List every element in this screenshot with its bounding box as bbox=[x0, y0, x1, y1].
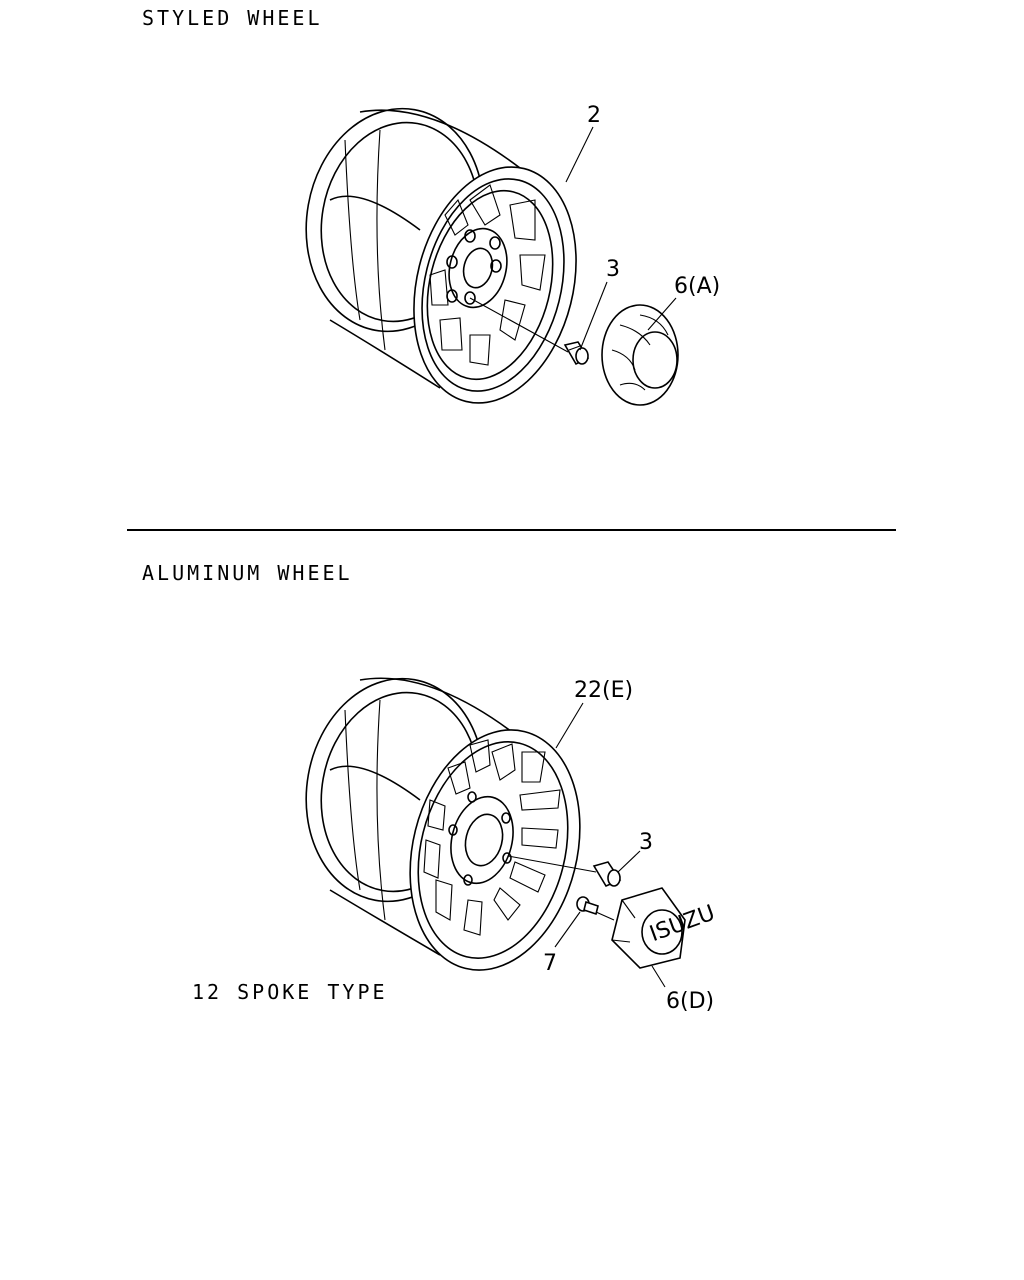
aluminum-wheel-rim bbox=[305, 677, 615, 971]
callout-cap-alu: 6(D) bbox=[666, 989, 714, 1014]
leader-cap bbox=[647, 297, 677, 331]
leader-rim-alu bbox=[555, 702, 584, 749]
leader-nut-alu bbox=[617, 850, 641, 873]
callout-rim-alu: 22(E) bbox=[574, 678, 633, 703]
twelve-spoke-type-label: 12 SPOKE TYPE bbox=[192, 980, 388, 1004]
callout-bolt: 7 bbox=[543, 951, 557, 976]
leader-bolt bbox=[554, 911, 581, 948]
aluminum-wheel-center-cap: ISUZU bbox=[611, 887, 718, 969]
styled-wheel-nut bbox=[563, 341, 590, 366]
styled-wheel-title: STYLED WHEEL bbox=[142, 6, 323, 30]
callout-nut: 3 bbox=[606, 257, 620, 282]
section-divider bbox=[127, 529, 896, 531]
aluminum-wheel-title: ALUMINUM WHEEL bbox=[142, 561, 353, 585]
leader-nut bbox=[579, 281, 608, 351]
callout-cap: 6(A) bbox=[674, 274, 720, 299]
aluminum-wheel-bolt bbox=[576, 896, 599, 916]
leader-rim bbox=[565, 126, 594, 183]
styled-wheel-rim bbox=[305, 107, 577, 404]
styled-wheel-center-cap bbox=[601, 304, 679, 406]
callout-nut-alu: 3 bbox=[639, 830, 653, 855]
aluminum-wheel-nut bbox=[592, 861, 622, 888]
callout-rim: 2 bbox=[587, 103, 601, 128]
leader-cap-alu bbox=[651, 965, 666, 988]
